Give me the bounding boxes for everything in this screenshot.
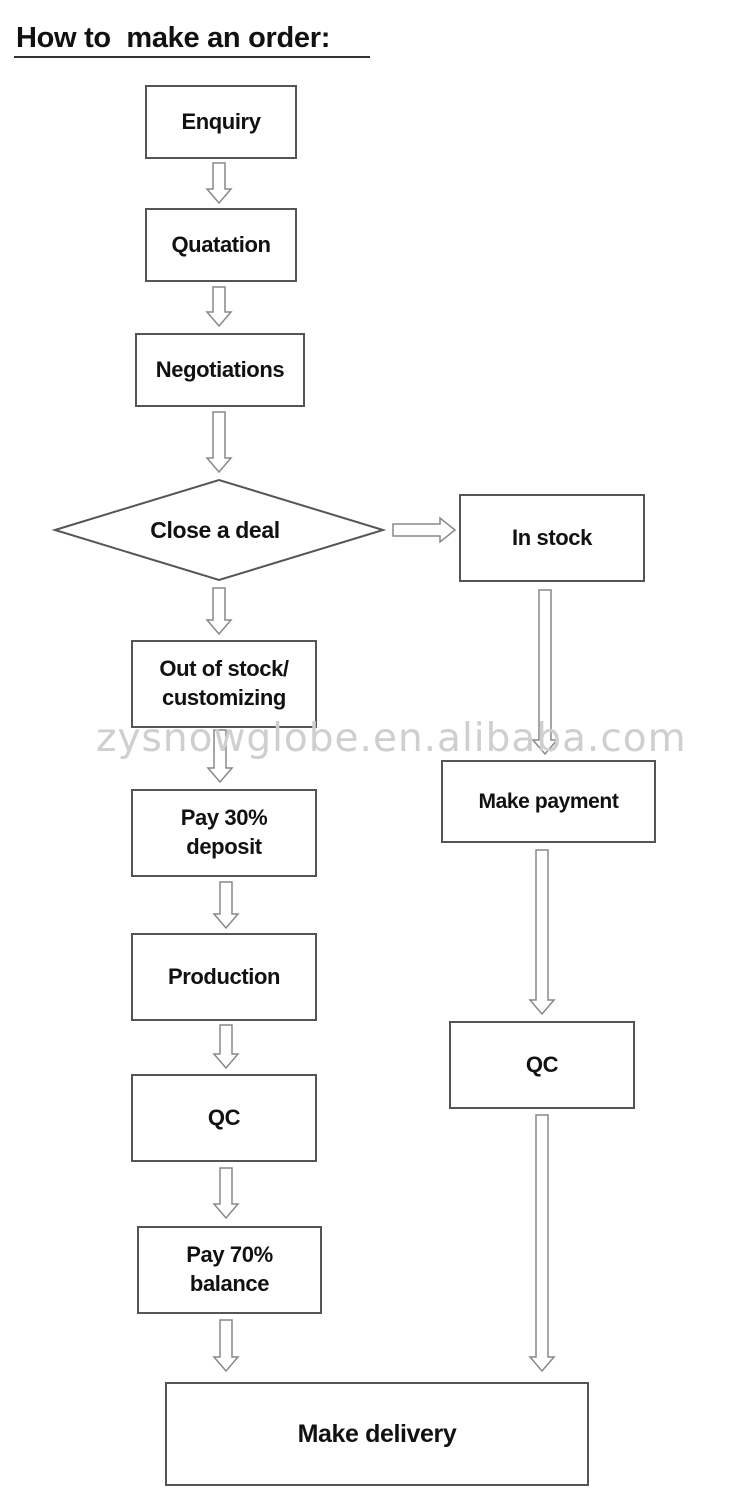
arrow-in-stock-to-payment — [531, 589, 559, 756]
negotiations-box: Negotiations — [135, 333, 305, 407]
pay-balance-label: Pay 70% balance — [186, 1242, 273, 1296]
out-of-stock-box: Out of stock/ customizing — [131, 640, 317, 728]
make-delivery-box: Make delivery — [165, 1382, 589, 1486]
out-of-stock-label: Out of stock/ customizing — [159, 656, 289, 710]
enquiry-label: Enquiry — [181, 108, 261, 134]
arrow-qc-to-delivery — [528, 1114, 556, 1373]
close-deal-label: Close a deal — [150, 516, 280, 543]
qc-right-label: QC — [525, 1051, 559, 1077]
arrow-enquiry-to-quotation — [205, 162, 233, 205]
qc-left-label: QC — [207, 1104, 241, 1130]
close-deal-diamond — [51, 478, 387, 582]
quotation-box: Quatation — [145, 208, 297, 282]
production-label: Production — [167, 963, 281, 989]
arrow-quotation-to-negotiations — [205, 286, 233, 328]
arrow-negotiations-to-deal — [205, 411, 233, 474]
qc-right-box: QC — [449, 1021, 635, 1109]
arrow-qc-to-balance — [212, 1167, 240, 1220]
make-delivery-label: Make delivery — [297, 1419, 457, 1448]
watermark-text: zysnowglobe.en.alibaba.com — [96, 716, 687, 761]
pay-deposit-box: Pay 30% deposit — [131, 789, 317, 877]
title-underline — [14, 56, 370, 58]
negotiations-label: Negotiations — [155, 356, 285, 382]
pay-balance-box: Pay 70% balance — [137, 1226, 322, 1314]
page-title: How to make an order: — [16, 22, 331, 54]
arrow-deal-to-in-stock — [392, 516, 457, 544]
arrow-deal-to-out-of-stock — [205, 587, 233, 636]
enquiry-box: Enquiry — [145, 85, 297, 159]
quotation-label: Quatation — [171, 231, 271, 257]
make-payment-label: Make payment — [478, 789, 619, 813]
in-stock-label: In stock — [512, 524, 592, 550]
arrow-out-of-stock-to-deposit — [206, 729, 234, 784]
pay-deposit-label: Pay 30% deposit — [180, 805, 268, 859]
make-payment-box: Make payment — [441, 760, 656, 843]
arrow-production-to-qc — [212, 1024, 240, 1070]
arrow-deposit-to-production — [212, 881, 240, 930]
arrow-balance-to-delivery — [212, 1319, 240, 1373]
arrow-payment-to-qc — [528, 849, 556, 1016]
qc-left-box: QC — [131, 1074, 317, 1162]
in-stock-box: In stock — [459, 494, 645, 582]
production-box: Production — [131, 933, 317, 1021]
